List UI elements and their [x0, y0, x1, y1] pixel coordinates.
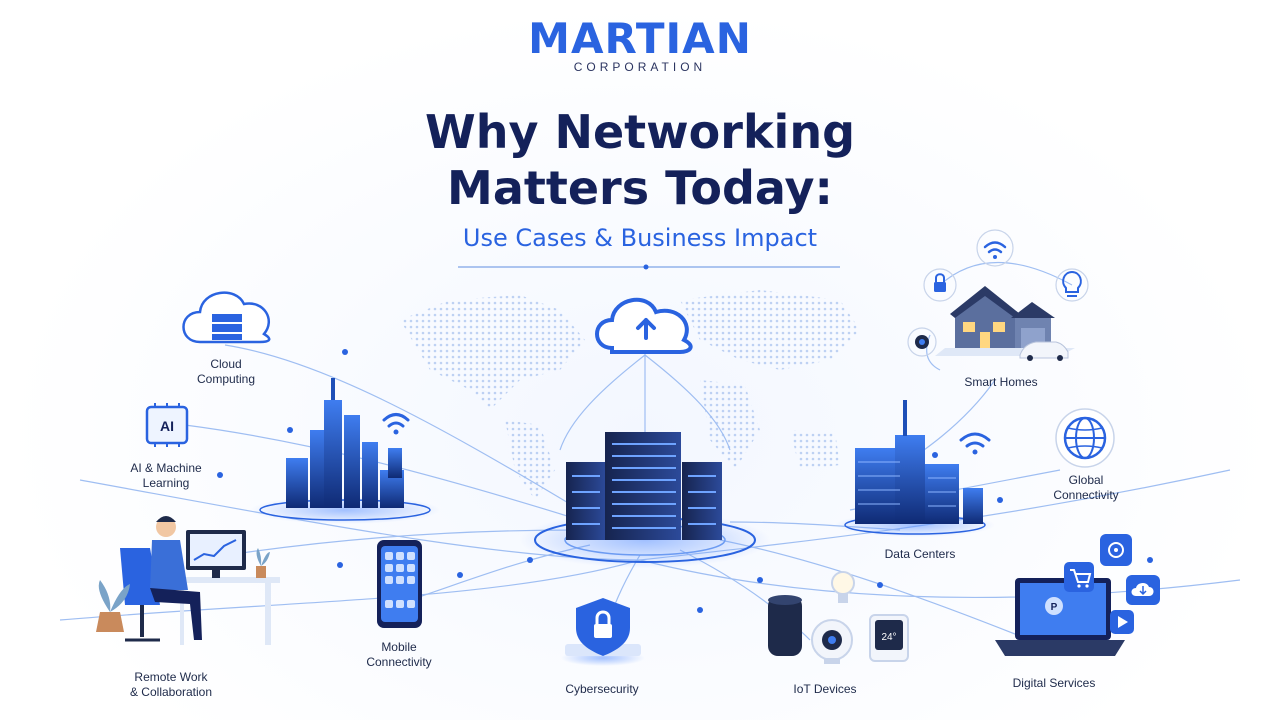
ai-chip-label: AI: [160, 418, 174, 434]
headline-line-2: Matters Today:: [447, 161, 833, 215]
iot-devices-illustration: 24°: [768, 571, 909, 664]
label-line: AI & Machine: [130, 461, 202, 475]
city-wifi-icon: [382, 413, 410, 435]
data-center-buildings: [835, 400, 995, 537]
headline-line-1: Why Networking: [425, 105, 855, 159]
label-line: Smart Homes: [964, 375, 1038, 389]
label-line: Connectivity: [1053, 488, 1119, 502]
wifi-icon: [983, 241, 1007, 259]
title-divider-dot: [643, 264, 649, 270]
label-smart-homes: Smart Homes: [911, 375, 1091, 390]
label-line: Global: [1068, 473, 1104, 487]
central-data-center: [520, 432, 770, 568]
label-line: IoT Devices: [793, 682, 857, 696]
subtitle: Use Cases & Business Impact: [462, 224, 818, 252]
label-iot-devices: IoT Devices: [735, 682, 915, 697]
world-map: [400, 290, 860, 500]
play-icon: [1110, 610, 1134, 634]
label-line: & Collaboration: [129, 685, 213, 699]
data-center-wifi-icon: [959, 432, 991, 455]
label-line: Learning: [142, 476, 190, 490]
security-camera-icon: [915, 335, 929, 349]
label-line: Cloud: [210, 357, 242, 371]
label-cybersecurity: Cybersecurity: [512, 682, 692, 697]
ai-chip-icon: AI: [145, 403, 189, 447]
label-line: Computing: [196, 372, 256, 386]
lightbulb-icon: [1062, 270, 1082, 297]
label-line: Connectivity: [366, 655, 432, 669]
label-remote-work: Remote Work & Collaboration: [81, 670, 261, 700]
cloud-computing-icon: [182, 291, 271, 344]
label-line: Digital Services: [1012, 676, 1096, 690]
city-skyline-illustration: [250, 378, 440, 524]
remote-work-illustration: [96, 516, 280, 645]
location-pin-icon: [1100, 534, 1132, 566]
smart-home-connections: [907, 229, 1089, 371]
central-cloud-icon: [595, 297, 693, 354]
label-line: Remote Work: [134, 670, 208, 684]
lock-icon: [934, 273, 946, 292]
mobile-phone-icon: [377, 540, 422, 628]
shopping-cart-icon: [1064, 562, 1094, 592]
label-line: Data Centers: [884, 547, 956, 561]
shield-lock-icon: [561, 598, 645, 666]
label-digital-services: Digital Services: [964, 676, 1144, 691]
label-ai-machine-learning: AI & Machine Learning: [76, 461, 256, 491]
label-line: Cybersecurity: [565, 682, 639, 696]
label-global-connectivity: Global Connectivity: [996, 473, 1176, 503]
label-data-centers: Data Centers: [830, 547, 1010, 562]
network-nodes: [217, 349, 1153, 613]
globe-icon: [1055, 408, 1115, 468]
cloud-download-icon: [1126, 575, 1160, 605]
thermostat-reading: 24°: [881, 632, 896, 643]
laptop-icon: P: [995, 578, 1125, 656]
brand-logo: MARTIAN: [528, 14, 752, 63]
label-cloud-computing: Cloud Computing: [136, 357, 316, 387]
smart-home-house: [935, 286, 1075, 361]
label-line: Mobile: [381, 640, 417, 654]
label-mobile-connectivity: Mobile Connectivity: [309, 640, 489, 670]
brand-tagline: CORPORATION: [573, 60, 707, 74]
svg-text:P: P: [1051, 602, 1058, 613]
